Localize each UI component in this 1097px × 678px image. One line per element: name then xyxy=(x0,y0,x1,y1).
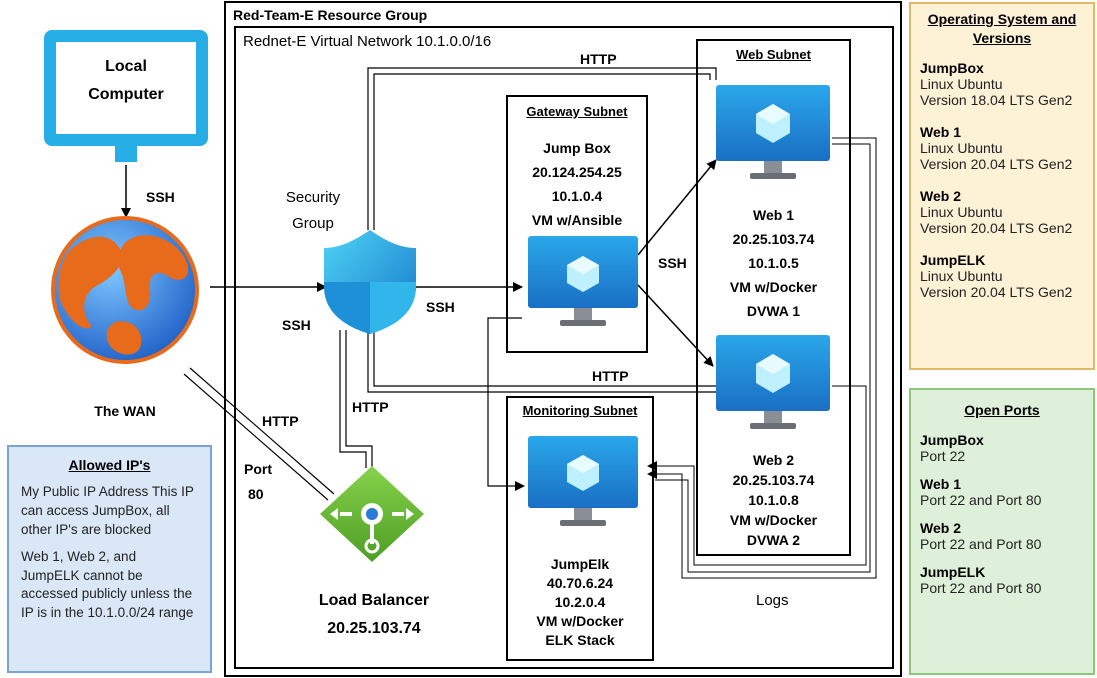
os-item-name: Web 1 xyxy=(920,123,961,140)
os-item-os: Linux Ubuntu xyxy=(920,203,1003,220)
os-item-os: Linux Ubuntu xyxy=(920,139,1003,156)
edge-label-port: Port xyxy=(244,461,272,477)
edge-jumpbox-to-web2 xyxy=(637,284,714,367)
edge-jumpbox-to-web1 xyxy=(637,159,717,256)
edge-http-mid xyxy=(367,330,716,393)
port-item-name: JumpBox xyxy=(920,432,984,448)
local-computer-label: Local Computer xyxy=(88,58,164,103)
edge-label-ssh-jump: SSH xyxy=(658,255,687,271)
edge-label-http-mid: HTTP xyxy=(592,368,629,384)
web2-details: Web 2 20.25.103.74 10.1.0.8 VM w/Docker … xyxy=(729,452,818,548)
resource-group-border xyxy=(224,1,902,677)
allowed-ips-title: Allowed IP's xyxy=(68,457,151,473)
edge-wan-to-load-balancer xyxy=(189,367,335,495)
web-subnet-border xyxy=(696,39,851,556)
port-item-ports: Port 22 and Port 80 xyxy=(920,536,1042,552)
edge-label-port-value: 80 xyxy=(248,486,264,502)
edge-logs-web1 xyxy=(647,137,877,579)
edge-label-http-lb: HTTP xyxy=(352,399,389,415)
port-item-name: Web 2 xyxy=(920,520,961,536)
vm-jumpelk-icon xyxy=(528,436,638,526)
globe-icon xyxy=(51,216,199,364)
port-item-ports: Port 22 and Port 80 xyxy=(920,492,1042,508)
edge-label-ssh-sg: SSH xyxy=(426,299,455,315)
monitoring-subnet-title: Monitoring Subnet xyxy=(522,403,638,418)
port-item-ports: Port 22 and Port 80 xyxy=(920,580,1042,596)
web1-details: Web 1 20.25.103.74 10.1.0.5 VM w/Docker … xyxy=(729,207,818,319)
os-item-version: Version 18.04 LTS Gen2 xyxy=(920,91,1073,108)
jumpbox-details: Jump Box 20.124.254.25 10.1.0.4 VM w/Ans… xyxy=(531,140,623,228)
os-item-version: Version 20.04 LTS Gen2 xyxy=(920,219,1073,236)
os-item-version: Version 20.04 LTS Gen2 xyxy=(920,283,1073,300)
ports-panel-title: Open Ports xyxy=(964,402,1040,418)
os-item-name: Web 2 xyxy=(920,187,961,204)
edge-label-http-top: HTTP xyxy=(580,51,617,67)
shield-icon xyxy=(324,230,416,334)
security-group-label: Security Group xyxy=(285,189,341,233)
gateway-subnet-border xyxy=(506,95,648,353)
allowed-ips-text-1: My Public IP Address This IP can access … xyxy=(21,484,194,537)
vnet-border xyxy=(234,26,894,669)
monitoring-subnet-border xyxy=(506,396,654,661)
monitor-icon xyxy=(44,30,208,162)
edge-label-ssh-wan: SSH xyxy=(282,317,311,333)
edge-jumpbox-to-elk xyxy=(487,317,525,491)
vnet-title: Rednet-E Virtual Network 10.1.0.0/16 xyxy=(243,33,492,50)
wan-label: The WAN xyxy=(94,403,156,419)
allowed-ips-panel: Allowed IP's My Public IP Address This I… xyxy=(7,445,212,673)
os-item-os: Linux Ubuntu xyxy=(920,75,1003,92)
allowed-ips-text-2: Web 1, Web 2, and JumpELK cannot be acce… xyxy=(21,548,194,621)
vm-web1-icon xyxy=(716,85,830,179)
load-balancer-label: Load Balancer 20.25.103.74 xyxy=(318,592,430,637)
port-item-name: Web 1 xyxy=(920,476,961,492)
port-item-ports: Port 22 xyxy=(920,448,966,464)
edge-logs-web2 xyxy=(647,385,867,566)
edge-label-ssh-local: SSH xyxy=(146,189,175,205)
port-item-name: JumpELK xyxy=(920,564,986,580)
edge-http-top xyxy=(367,67,717,230)
edge-label-logs: Logs xyxy=(756,592,789,609)
jumpelk-details: JumpElk 40.70.6.24 10.2.0.4 VM w/Docker … xyxy=(536,556,624,648)
web-subnet-title: Web Subnet xyxy=(736,47,811,62)
os-item-name: JumpELK xyxy=(920,251,986,268)
os-panel-title: Operating System and Versions xyxy=(927,11,1077,46)
vm-jumpbox-icon xyxy=(528,236,638,326)
vm-web2-icon xyxy=(716,335,830,429)
os-item-os: Linux Ubuntu xyxy=(920,267,1003,284)
resource-group-title: Red-Team-E Resource Group xyxy=(233,7,428,23)
edge-http-load-balancer xyxy=(339,330,367,468)
load-balancer-icon xyxy=(320,466,424,562)
edge-label-http-wan: HTTP xyxy=(262,413,299,429)
os-item-version: Version 20.04 LTS Gen2 xyxy=(920,155,1073,172)
gateway-subnet-title: Gateway Subnet xyxy=(526,104,628,119)
os-item-name: JumpBox xyxy=(920,59,984,76)
